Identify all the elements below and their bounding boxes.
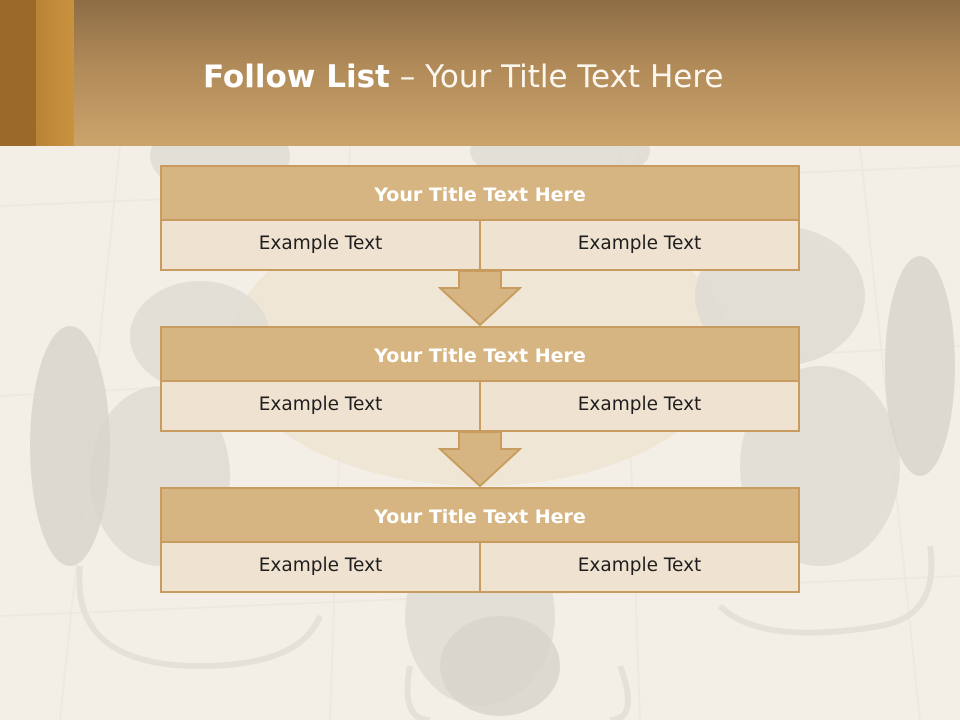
header-accent-bar — [0, 0, 74, 146]
title-bold: Follow List — [203, 59, 390, 95]
flow-block-right-text: Example Text — [481, 543, 800, 593]
flow-block-1: Your Title Text Here Example Text Exampl… — [160, 165, 800, 271]
flow-block-row: Example Text Example Text — [160, 221, 800, 271]
page-title: Follow List – Your Title Text Here — [203, 55, 723, 99]
flow-block-2: Your Title Text Here Example Text Exampl… — [160, 326, 800, 432]
title-rest: – Your Title Text Here — [399, 59, 724, 95]
flow-block-right-text: Example Text — [481, 221, 800, 271]
flow-block-left-text: Example Text — [160, 382, 481, 432]
header-band — [0, 0, 960, 146]
flow-block-row: Example Text Example Text — [160, 543, 800, 593]
down-arrow-icon — [438, 270, 522, 326]
flow-block-right-text: Example Text — [481, 382, 800, 432]
flow-block-left-text: Example Text — [160, 221, 481, 271]
flow-block-3: Your Title Text Here Example Text Exampl… — [160, 487, 800, 593]
flow-block-title: Your Title Text Here — [160, 165, 800, 221]
flow-block-row: Example Text Example Text — [160, 382, 800, 432]
flow-block-title: Your Title Text Here — [160, 326, 800, 382]
down-arrow-icon — [438, 431, 522, 487]
flow-block-title: Your Title Text Here — [160, 487, 800, 543]
flow-block-left-text: Example Text — [160, 543, 481, 593]
